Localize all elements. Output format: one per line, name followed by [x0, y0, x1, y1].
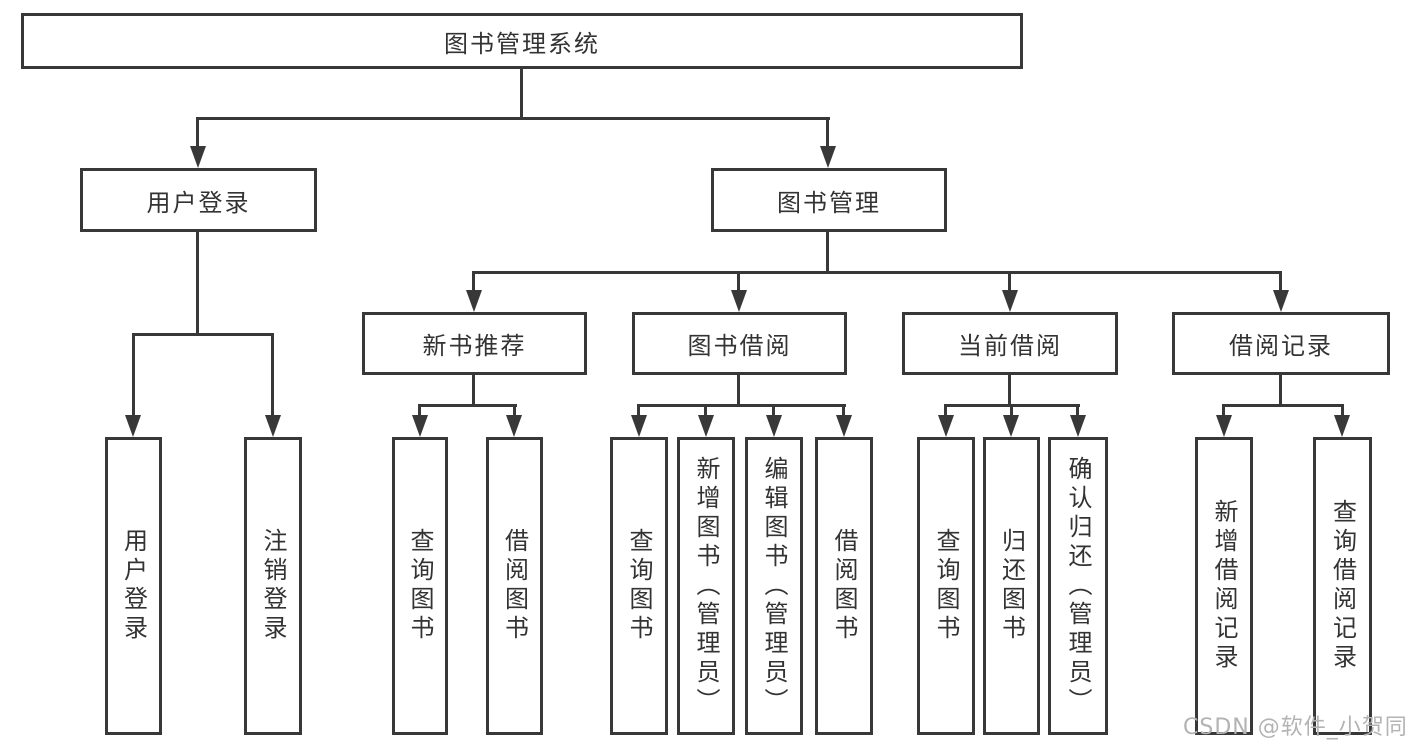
- connector-line: [1279, 375, 1282, 407]
- arrow-down-icon: [698, 415, 714, 437]
- arrow-down-icon: [466, 290, 482, 312]
- leaf-return-book: 归还图书: [983, 437, 1040, 735]
- connector-line: [418, 404, 517, 407]
- leaf-label: 确认归还（管理员）: [1064, 455, 1092, 717]
- arrow-down-icon: [938, 415, 954, 437]
- leaf-add-borrow-record: 新增借阅记录: [1195, 437, 1253, 735]
- connector-line: [1076, 404, 1079, 417]
- connector-line: [1341, 404, 1344, 417]
- connector-line: [704, 404, 707, 417]
- connector-line: [132, 333, 274, 336]
- connector-line: [196, 117, 199, 148]
- connector-line: [637, 404, 846, 407]
- node-new-book-recommend: 新书推荐: [362, 312, 587, 375]
- leaf-add-book-admin: 新增图书（管理员）: [677, 437, 735, 735]
- arrow-down-icon: [125, 415, 141, 437]
- connector-line: [737, 271, 740, 292]
- connector-line: [842, 404, 845, 417]
- arrow-down-icon: [1070, 415, 1086, 437]
- leaf-label: 编辑图书（管理员）: [760, 455, 788, 717]
- connector-line: [196, 117, 830, 120]
- connector-line: [472, 271, 1282, 274]
- leaf-label: 查询图书: [932, 528, 960, 644]
- arrow-down-icon: [506, 415, 522, 437]
- connector-line: [1222, 404, 1344, 407]
- arrow-down-icon: [412, 415, 428, 437]
- leaf-edit-book-admin: 编辑图书（管理员）: [745, 437, 803, 735]
- connector-line: [271, 333, 274, 417]
- node-user-login: 用户登录: [80, 168, 317, 232]
- connector-line: [472, 375, 475, 407]
- leaf-query-borrow-record: 查询借阅记录: [1313, 437, 1372, 735]
- connector-line: [418, 404, 421, 417]
- connector-line: [1008, 375, 1011, 407]
- leaf-label: 注销登录: [259, 528, 287, 644]
- arrow-down-icon: [631, 415, 647, 437]
- node-label: 新书推荐: [422, 332, 527, 360]
- connector-line: [196, 232, 199, 336]
- node-current-borrowing: 当前借阅: [902, 312, 1118, 375]
- leaf-label: 查询图书: [406, 528, 434, 644]
- arrow-down-icon: [836, 415, 852, 437]
- leaf-label: 借阅图书: [830, 528, 858, 644]
- connector-line: [1008, 271, 1011, 292]
- node-book-management: 图书管理: [711, 168, 947, 232]
- arrow-down-icon: [1003, 415, 1019, 437]
- leaf-query-books-borrowing: 查询图书: [610, 437, 668, 735]
- leaf-label: 归还图书: [997, 528, 1026, 644]
- arrow-down-icon: [1334, 415, 1350, 437]
- node-label: 图书借阅: [687, 332, 792, 360]
- node-library-management-system: 图书管理系统: [21, 13, 1023, 69]
- arrow-down-icon: [731, 290, 747, 312]
- connector-line: [520, 69, 523, 119]
- leaf-query-books-recommend: 查询图书: [392, 437, 448, 735]
- leaf-label: 用户登录: [119, 528, 148, 644]
- leaf-label: 查询图书: [625, 528, 653, 644]
- leaf-label: 新增图书（管理员）: [692, 455, 720, 717]
- node-label: 图书管理系统: [444, 29, 600, 58]
- connector-line: [132, 333, 135, 417]
- node-label: 当前借阅: [958, 332, 1062, 360]
- leaf-label: 查询借阅记录: [1328, 499, 1357, 673]
- leaf-borrow-books-recommend: 借阅图书: [486, 437, 543, 735]
- arrow-down-icon: [190, 146, 206, 168]
- csdn-watermark: CSDN @软件_小贺同学: [1183, 715, 1405, 740]
- leaf-query-books-current: 查询图书: [917, 437, 975, 735]
- leaf-user-login: 用户登录: [105, 437, 162, 735]
- node-borrowing-records: 借阅记录: [1172, 312, 1390, 375]
- node-label: 图书管理: [777, 188, 881, 217]
- connector-line: [472, 271, 475, 292]
- arrow-down-icon: [1216, 415, 1232, 437]
- leaf-confirm-return-admin: 确认归还（管理员）: [1048, 437, 1108, 735]
- arrow-down-icon: [766, 415, 782, 437]
- connector-line: [772, 404, 775, 417]
- connector-line: [637, 404, 640, 417]
- leaf-label: 新增借阅记录: [1210, 499, 1238, 673]
- connector-line: [944, 404, 947, 417]
- leaf-label: 借阅图书: [500, 528, 529, 644]
- connector-line: [1010, 404, 1013, 417]
- node-label: 借阅记录: [1229, 332, 1333, 360]
- connector-line: [826, 117, 829, 148]
- leaf-logout: 注销登录: [244, 437, 302, 735]
- node-label: 用户登录: [146, 188, 251, 217]
- arrow-down-icon: [1002, 290, 1018, 312]
- arrow-down-icon: [820, 146, 836, 168]
- connector-line: [826, 232, 829, 273]
- arrow-down-icon: [1273, 290, 1289, 312]
- leaf-borrow-books-borrowing: 借阅图书: [815, 437, 873, 735]
- arrow-down-icon: [265, 415, 281, 437]
- connector-line: [1222, 404, 1225, 417]
- connector-line: [737, 375, 740, 407]
- connector-line: [513, 404, 516, 417]
- connector-line: [1279, 271, 1282, 292]
- node-book-borrowing: 图书借阅: [632, 312, 847, 375]
